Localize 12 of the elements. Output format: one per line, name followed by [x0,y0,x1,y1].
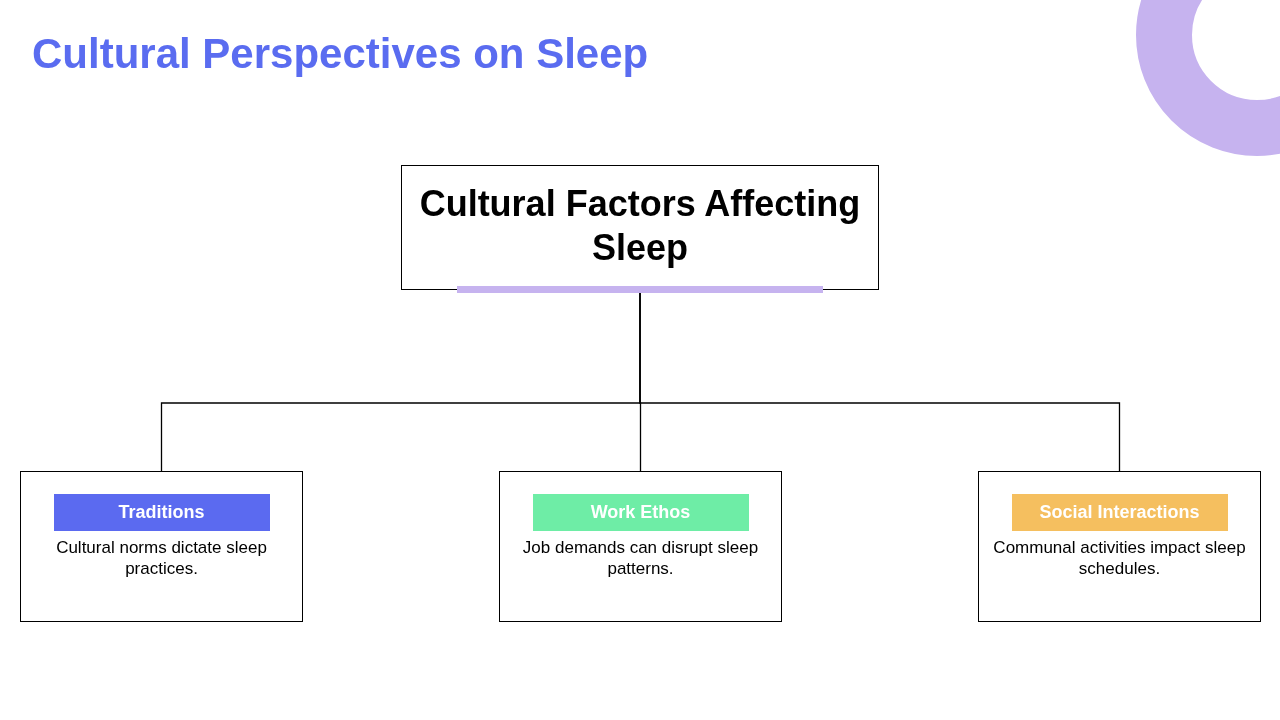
description-text: Cultural norms dictate sleep practices. [55,537,268,579]
category-card [20,471,303,622]
category-card [499,471,782,622]
header-banner: Social Interactions [1011,494,1228,531]
description-text: Job demands can disrupt sleep patterns. [521,537,760,579]
description-text: Communal activities impact sleep schedules. [992,537,1247,579]
topic-box [401,165,879,290]
header-banner: Work Ethos [532,494,749,531]
topic-heading: Cultural Factors Affecting Sleep [418,181,862,270]
header-banner: Traditions [53,494,270,531]
slide-title: Cultural Perspectives on Sleep [32,33,649,75]
category-card [978,471,1261,622]
